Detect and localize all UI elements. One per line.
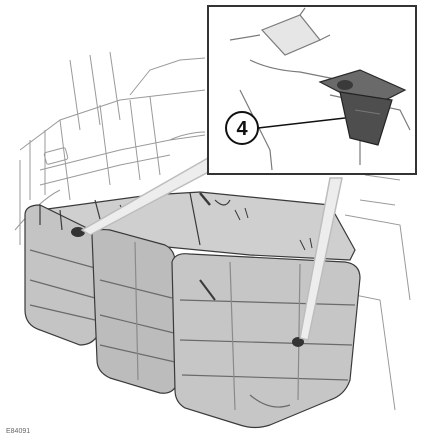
seat-cushion-right (171, 253, 361, 429)
seat-latch-left (71, 227, 85, 237)
figure-code: E84091 (6, 428, 30, 435)
release-strap (339, 91, 393, 146)
seat-latch-right (292, 337, 304, 347)
seat-cushion-center (91, 228, 179, 394)
callout-circle (225, 111, 259, 145)
vehicle-interior-lineart (14, 51, 411, 411)
detail-inset: 4 (207, 5, 417, 175)
callout-number: 4 (236, 118, 248, 140)
seat-cushion-left (24, 204, 101, 346)
callout-leader-line (257, 117, 346, 129)
